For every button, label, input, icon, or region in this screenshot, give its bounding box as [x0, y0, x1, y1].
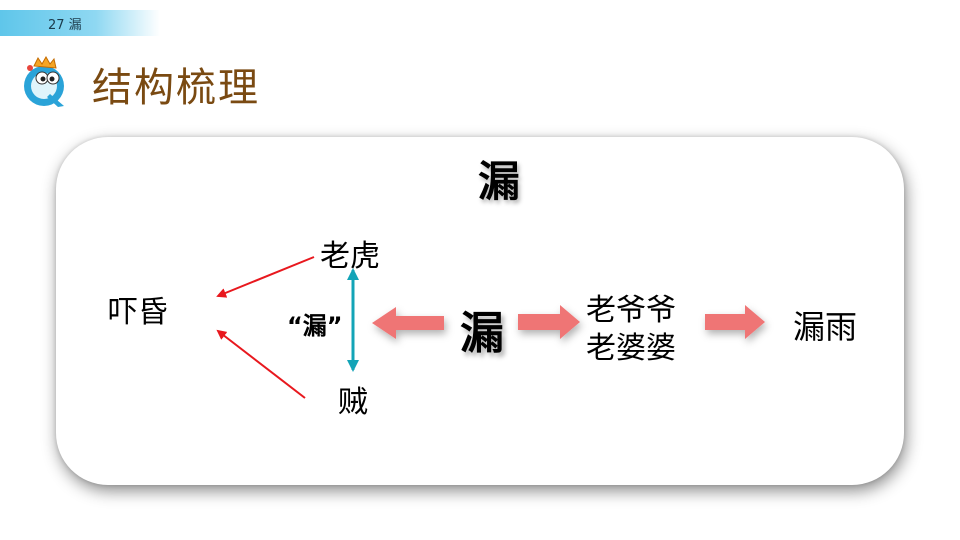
node-leaky-rain: 漏雨: [793, 308, 858, 346]
red-arrow-thief-to-scared: [216, 329, 306, 399]
lesson-tab: 27 漏: [0, 10, 160, 36]
diagram-card: [56, 137, 904, 485]
lesson-label: 27 漏: [48, 18, 82, 33]
section-title: 结构梳理: [92, 65, 260, 111]
node-tiger: 老虎: [320, 239, 380, 274]
pink-arrow-right-1: [518, 305, 580, 339]
node-grandpa: 老爷爷: [586, 293, 676, 328]
q-mascot-icon: [24, 55, 64, 107]
pink-arrow-left: [372, 307, 444, 339]
node-leak-quoted: “漏”: [287, 312, 343, 340]
pink-arrow-right-2: [705, 305, 765, 339]
node-leak-center: 漏: [460, 308, 504, 359]
node-scared: 吓昏: [108, 295, 168, 330]
node-grandma: 老婆婆: [586, 331, 676, 366]
diagram-title: 漏: [478, 157, 521, 206]
node-thief: 贼: [338, 385, 368, 420]
red-arrow-tiger-to-scared: [216, 256, 315, 298]
